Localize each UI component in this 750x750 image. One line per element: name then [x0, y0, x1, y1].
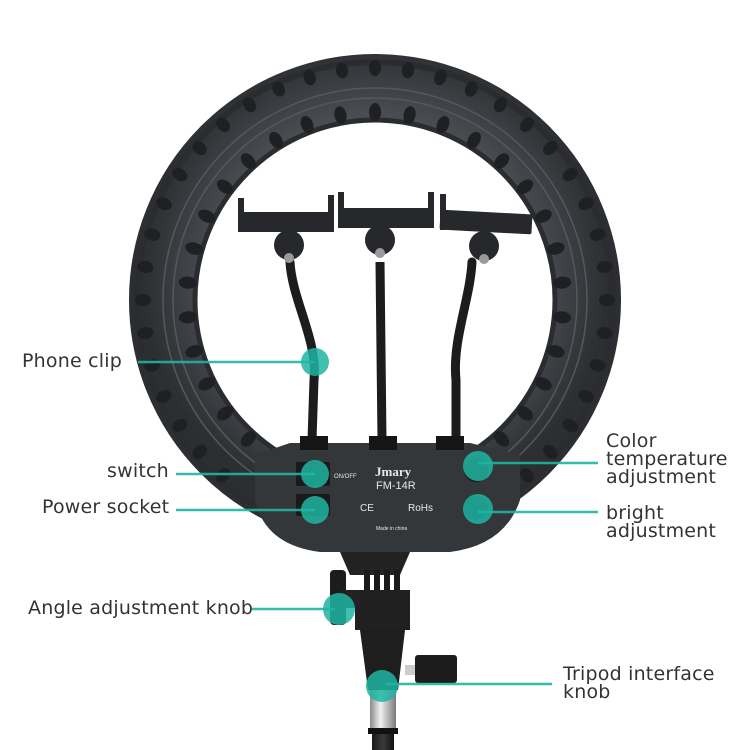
callout-phone-clip: Phone clip [22, 352, 122, 371]
callout-leaders [138, 360, 598, 686]
ring-inner-notches [178, 103, 572, 447]
phone-holders [238, 192, 533, 445]
callout-power-socket-text: Power socket [42, 496, 170, 518]
callout-bright: bright adjustment [606, 502, 717, 542]
callout-tripod-knob: Tripod interface knob [563, 663, 715, 703]
brand-name: Jmary [375, 464, 412, 479]
callout-switch: switch [107, 462, 169, 481]
rohs-mark: RoHs [408, 503, 434, 514]
callout-color-temperature: Color temperature adjustment [606, 430, 728, 488]
callout-color-temperature-line1: Color [606, 430, 657, 452]
ce-mark: CE [360, 503, 374, 514]
switch-label: ON/OFF [334, 474, 357, 480]
callout-angle-knob-text: Angle adjustment knob [28, 597, 254, 619]
callout-bright-line2: adjustment [606, 520, 717, 542]
callout-power-socket: Power socket [42, 498, 169, 517]
callout-color-temperature-line2: temperature [606, 448, 728, 470]
tripod-interface-knob[interactable] [415, 655, 457, 683]
mount-and-tripod [330, 552, 457, 750]
callout-switch-text: switch [107, 460, 169, 482]
model-number: FM-14R [376, 480, 416, 492]
ring-outer-notches [135, 60, 615, 483]
callout-bright-line1: bright [606, 502, 664, 524]
callout-angle-knob: Angle adjustment knob [28, 599, 253, 618]
callout-tripod-knob-line1: Tripod interface [563, 663, 715, 685]
callout-phone-clip-text: Phone clip [22, 350, 122, 372]
callout-tripod-knob-line2: knob [563, 681, 611, 703]
callout-markers [301, 348, 493, 702]
callout-color-temperature-line3: adjustment [606, 466, 717, 488]
made-in-label: Made in china [376, 526, 408, 532]
